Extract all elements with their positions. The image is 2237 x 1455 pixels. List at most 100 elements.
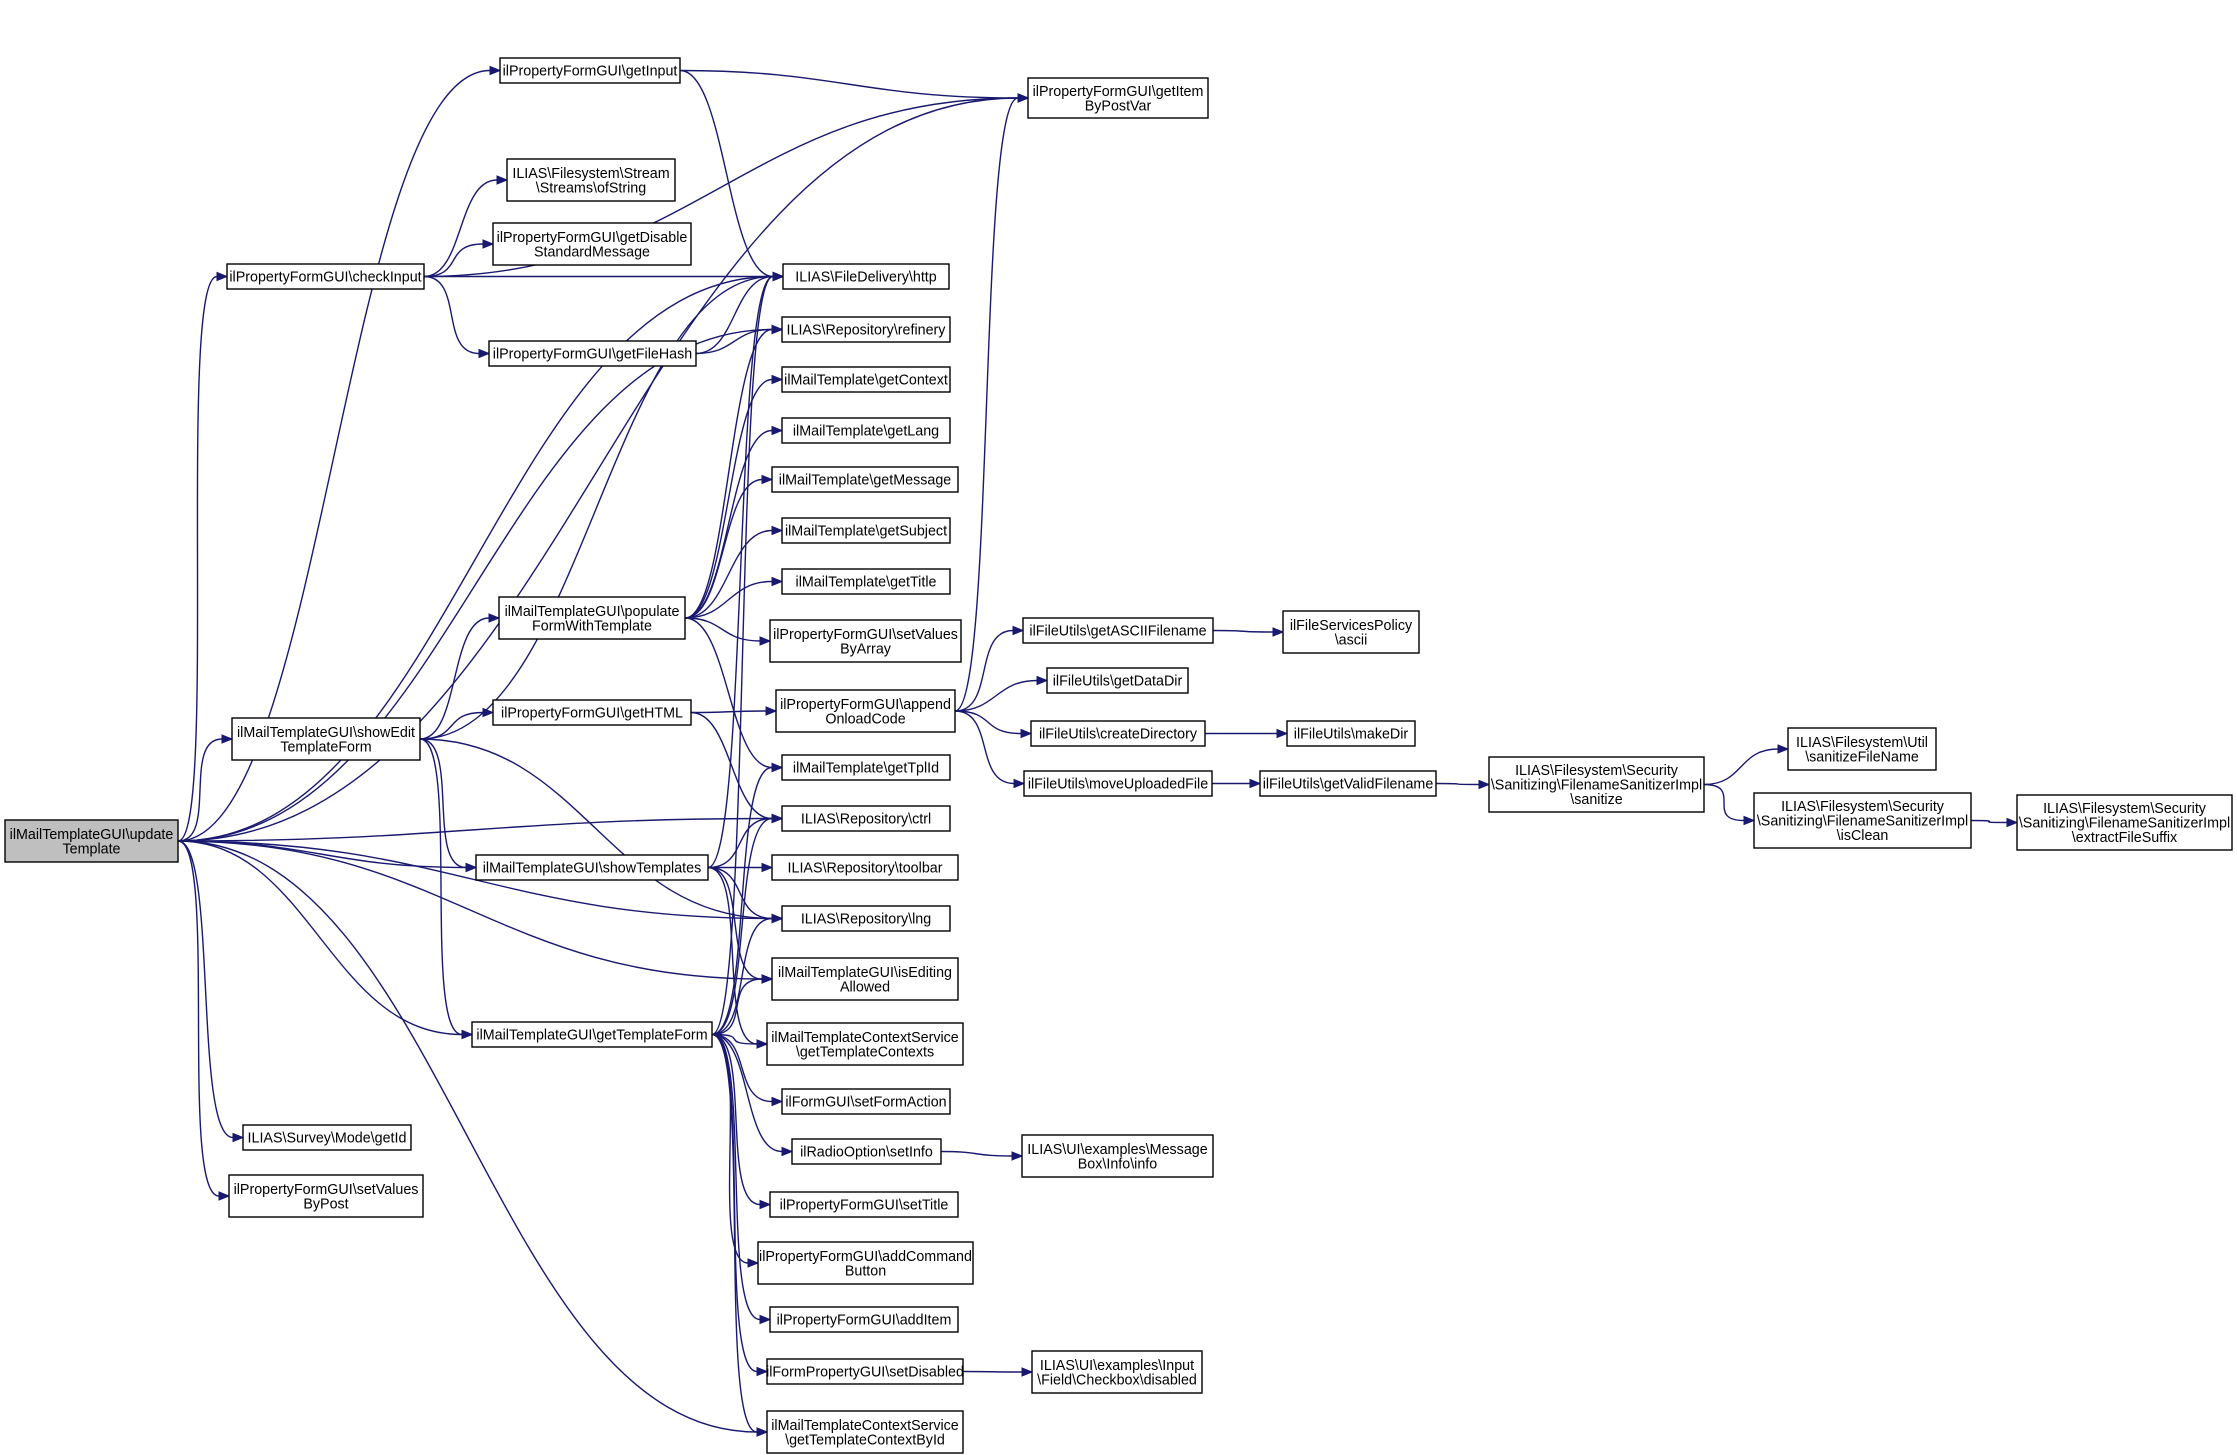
node-set-title[interactable]: ilPropertyFormGUI\setTitle [769,1191,959,1218]
node-label: Template [62,841,120,857]
node-get-a-s-c-i-i-filename[interactable]: ilFileUtils\getASCIIFilename [1022,617,1214,644]
node-label: ilPropertyFormGUI\getFileHash [493,347,692,363]
node-set-disabled[interactable]: ilFormPropertyGUI\setDisabled [766,1358,964,1385]
node-check-input[interactable]: ilPropertyFormGUI\checkInput [226,263,425,290]
edge-arrowhead [747,1258,760,1268]
node-set-form-action[interactable]: ilFormGUI\setFormAction [781,1088,951,1115]
node-get-data-dir[interactable]: ilFileUtils\getDataDir [1046,667,1189,694]
node-get-template-form[interactable]: ilMailTemplateGUI\getTemplateForm [471,1021,713,1048]
edge-line [954,710,1015,785]
edge-populate-to-setValuesByArray [684,617,772,646]
node-refinery[interactable]: ILIAS\Repository\refinery [781,316,951,343]
node-populate[interactable]: ilMailTemplateGUI\populateFormWithTempla… [498,596,686,640]
edge-getInput-to-getItemByPostVar [679,69,1030,103]
edge-root-to-lng [177,840,784,924]
node-ctrl[interactable]: ILIAS\Repository\ctrl [781,805,951,832]
node-box [471,1021,713,1048]
edge-line [177,817,773,842]
node-sanitize-file-name[interactable]: ILIAS\Filesystem\Util\sanitizeFileName [1787,727,1937,771]
edge-line [954,629,1014,712]
edge-getInput-to-http [679,69,785,282]
node-box [1282,610,1420,654]
node-get-valid-filename[interactable]: ilFileUtils\getValidFilename [1259,770,1437,797]
node-label: ilMailTemplate\getMessage [779,473,951,489]
node-get-lang[interactable]: ilMailTemplate\getLang [781,417,951,444]
edge-line [177,328,773,842]
node-get-subject[interactable]: ilMailTemplate\getSubject [781,517,951,544]
node-get-title[interactable]: ilMailTemplate\getTitle [781,568,951,595]
node-is-clean[interactable]: ILIAS\Filesystem\Security\Sanitizing\Fil… [1753,792,1972,849]
node-get-template-contexts[interactable]: ilMailTemplateContextService\getTemplate… [766,1022,964,1066]
node-set-info[interactable]: ilRadioOption\setInfo [791,1138,942,1165]
node-label: ilPropertyFormGUI\checkInput [229,270,421,286]
node-lng[interactable]: ILIAS\Repository\lng [781,905,951,932]
node-sanitize[interactable]: ILIAS\Filesystem\Security\Sanitizing\Fil… [1488,756,1705,813]
node-label: \ascii [1335,632,1368,648]
node-get-file-hash[interactable]: ilPropertyFormGUI\getFileHash [488,340,697,367]
edge-line [684,478,763,619]
node-box [1031,1350,1203,1394]
edge-arrowhead [1478,779,1491,790]
edge-arrowhead [1021,1367,1034,1377]
node-box [766,1358,964,1385]
edge-line [711,1033,761,1206]
edge-arrowhead [232,1132,245,1143]
node-get-message[interactable]: ilMailTemplate\getMessage [771,466,959,493]
edge-root-to-surveyGetId [177,840,245,1143]
node-box [766,1022,964,1066]
node-label: \sanitize [1570,792,1622,808]
edge-arrowhead [1743,815,1756,826]
edge-line [940,1150,1013,1157]
edge-line [1435,782,1480,786]
node-label: ILIAS\Repository\lng [801,912,931,928]
node-create-directory[interactable]: ilFileUtils\createDirectory [1030,720,1206,747]
edge-showEdit-to-populate [419,613,501,740]
node-ascii[interactable]: ilFileServicesPolicy\ascii [1282,610,1420,654]
node-add-item[interactable]: ilPropertyFormGUI\addItem [769,1306,959,1333]
node-survey-get-id[interactable]: ILIAS\Survey\Mode\getId [242,1124,412,1151]
node-toolbar[interactable]: ILIAS\Repository\toolbar [771,854,959,881]
edge-arrowhead [489,65,502,76]
edge-arrowhead [1011,1151,1024,1161]
edge-createDirectory-to-makeDir [1205,728,1289,739]
node-get-input[interactable]: ilPropertyFormGUI\getInput [499,57,681,84]
node-move-uploaded-file[interactable]: ilFileUtils\moveUploadedFile [1023,770,1213,797]
node-box [1030,720,1206,747]
edge-line [419,738,773,920]
edge-appendOnload-to-getItemByPostVar [954,93,1030,712]
edge-line [177,840,758,1433]
node-get-tpl-id[interactable]: ilMailTemplate\getTplId [781,754,951,781]
node-label: ilFileServicesPolicy [1290,618,1413,634]
edge-line [419,711,484,740]
node-of-string[interactable]: ILIAS\Filesystem\Stream\Streams\ofString [506,158,676,202]
edge-line [419,738,467,869]
node-http[interactable]: ILIAS\FileDelivery\http [782,263,950,290]
node-get-h-t-m-l[interactable]: ilPropertyFormGUI\getHTML [492,699,692,726]
edge-checkInput-to-ofString [423,175,509,278]
edge-getValidFilename-to-sanitize [1435,779,1491,790]
edge-getTemplateForm-to-isEditingAllowed [711,974,774,1036]
node-make-dir[interactable]: ilFileUtils\makeDir [1286,720,1416,747]
node-label: ILIAS\Repository\ctrl [801,812,931,828]
node-checkbox-disabled[interactable]: ILIAS\UI\examples\Input\Field\Checkbox\d… [1031,1350,1203,1394]
edge-sanitize-to-isClean [1703,783,1756,826]
node-label: ilMailTemplate\getTplId [793,761,939,777]
edge-getFileHash-to-http [695,271,785,355]
node-get-template-context-by-id[interactable]: ilMailTemplateContextService\getTemplate… [766,1410,964,1454]
node-extract-file-suffix[interactable]: ILIAS\Filesystem\Security\Sanitizing\Fil… [2016,794,2233,851]
node-get-context[interactable]: ilMailTemplate\getContext [781,366,951,393]
node-label: ilMailTemplateGUI\getTemplateForm [476,1028,707,1044]
node-show-templates[interactable]: ilMailTemplateGUI\showTemplates [475,854,709,881]
node-get-disable[interactable]: ilPropertyFormGUI\getDisableStandardMess… [492,222,692,266]
node-label: ilRadioOption\setInfo [800,1145,933,1161]
node-label: \getTemplateContextById [785,1432,945,1448]
